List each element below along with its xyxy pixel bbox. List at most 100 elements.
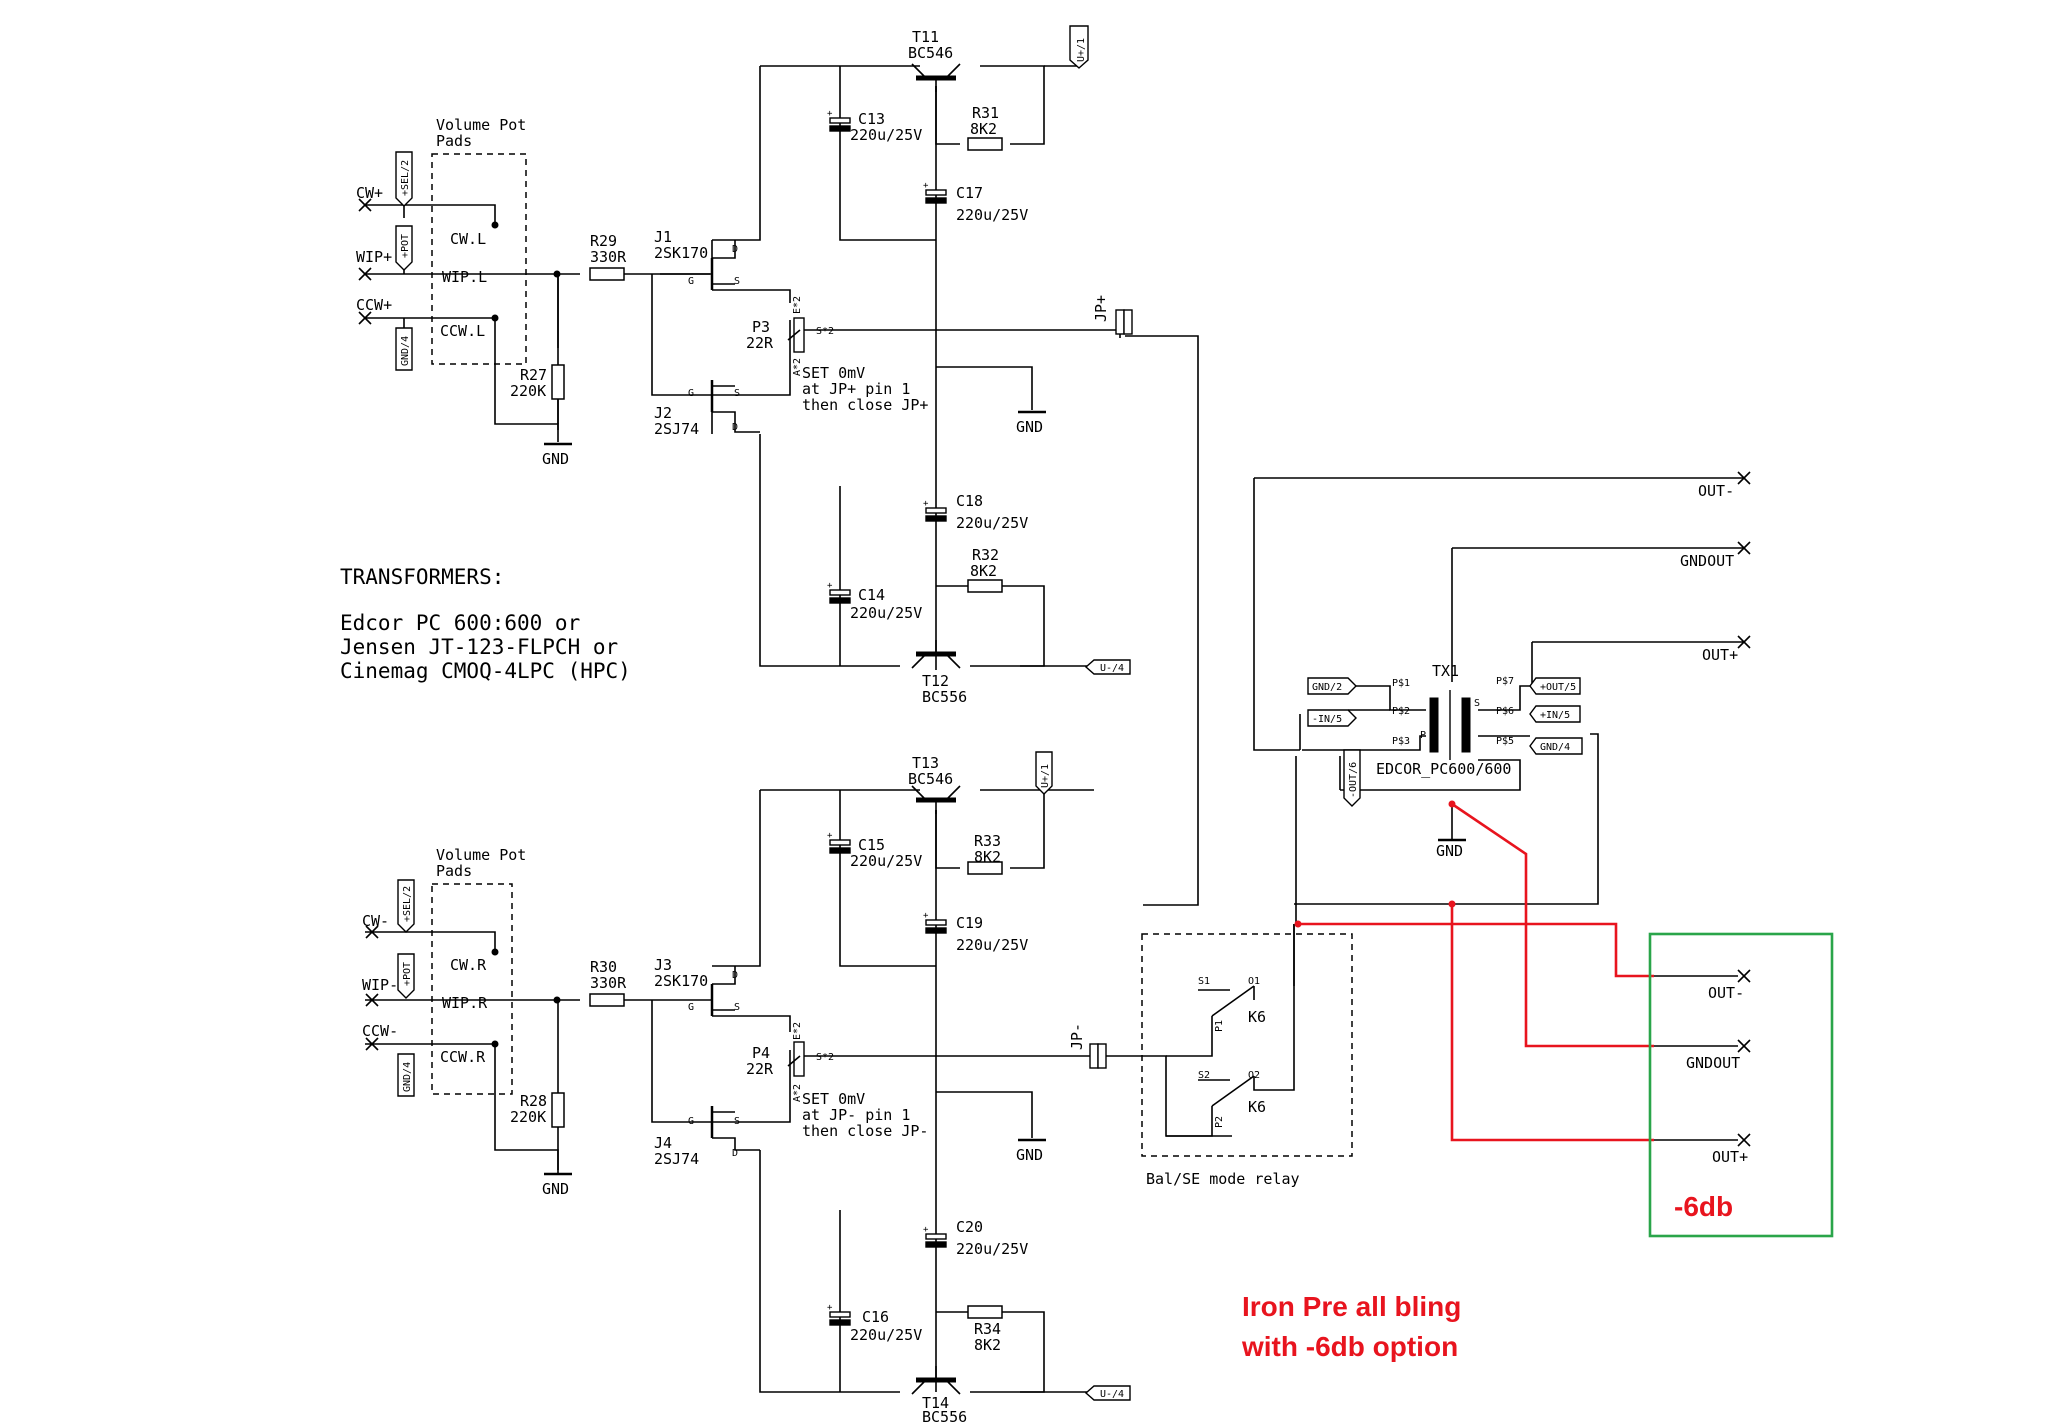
svg-text:U+/1: U+/1 bbox=[1076, 38, 1087, 62]
c13-label: C13 bbox=[858, 110, 885, 128]
vplus-tag-top: U+/1 bbox=[1069, 25, 1089, 69]
cw-l-label: CW.L bbox=[450, 230, 486, 248]
j3-pin-d: D bbox=[732, 970, 738, 981]
p4-value: 22R bbox=[746, 1060, 774, 1078]
gndout-label-top: GNDOUT bbox=[1680, 552, 1734, 570]
relay-o1: O1 bbox=[1248, 976, 1260, 987]
cw-minus-label: CW- bbox=[362, 912, 389, 930]
j4-label: J4 bbox=[654, 1134, 672, 1152]
relay-o2: O2 bbox=[1248, 1070, 1260, 1081]
r31-value: 8K2 bbox=[970, 120, 997, 138]
set-note-bottom-1: SET 0mV bbox=[802, 1090, 865, 1108]
j1-pin-g: G bbox=[688, 276, 694, 287]
tx-ps1: P$1 bbox=[1392, 678, 1410, 689]
wip-plus-label: WIP+ bbox=[356, 248, 392, 266]
relay-s2: S2 bbox=[1198, 1070, 1210, 1081]
tx-ps3: P$3 bbox=[1392, 736, 1410, 747]
j3-part: 2SK170 bbox=[654, 972, 708, 990]
pot-tag-top: +POT bbox=[395, 225, 413, 271]
p4-pin-a: A*2 bbox=[792, 1084, 803, 1102]
relay-s1: S1 bbox=[1198, 976, 1210, 987]
svg-text:U-/4: U-/4 bbox=[1100, 663, 1124, 674]
c20-value: 220u/25V bbox=[956, 1240, 1028, 1258]
transformers-title: TRANSFORMERS: bbox=[340, 565, 504, 589]
p4-trimpot bbox=[787, 1041, 805, 1077]
ccw-minus-label: CCW- bbox=[362, 1022, 398, 1040]
j3-jfet bbox=[710, 966, 736, 1016]
c17-label: C17 bbox=[956, 184, 983, 202]
j1-jfet bbox=[660, 240, 736, 290]
minus6db-box bbox=[1648, 932, 1834, 1238]
relay-k6-label-2: K6 bbox=[1248, 1098, 1266, 1116]
wip-l-label: WIP.L bbox=[442, 268, 487, 286]
vol-pads-bottom-title: Volume Pot bbox=[436, 846, 526, 864]
c13-value: 220u/25V bbox=[850, 126, 922, 144]
c16-capacitor bbox=[826, 1302, 851, 1326]
svg-text:-OUT/6: -OUT/6 bbox=[1348, 762, 1359, 798]
tx1-part: EDCOR_PC600/600 bbox=[1376, 760, 1511, 778]
ccw-l-label: CCW.L bbox=[440, 322, 485, 340]
gnd-top-mid-label: GND bbox=[1016, 418, 1043, 436]
c16-label: C16 bbox=[862, 1308, 889, 1326]
j1-pin-s: S bbox=[734, 276, 740, 287]
in-minus-tag: -IN/5 bbox=[1307, 709, 1357, 727]
svg-text:U-/4: U-/4 bbox=[1100, 1389, 1124, 1400]
r27-label: R27 bbox=[520, 366, 547, 384]
cw-l-node bbox=[491, 221, 499, 229]
minus6db-wiring bbox=[1294, 800, 1654, 1142]
c18-label: C18 bbox=[956, 492, 983, 510]
wip-r-node bbox=[553, 996, 561, 1004]
j1-label: J1 bbox=[654, 228, 672, 246]
tx-ps2: P$2 bbox=[1392, 706, 1410, 717]
set-note-bottom-3: then close JP- bbox=[802, 1122, 928, 1140]
p3-pin-s: S*2 bbox=[816, 326, 834, 337]
tx-ps5: P$5 bbox=[1496, 736, 1514, 747]
c17-capacitor bbox=[922, 180, 947, 204]
r33-label: R33 bbox=[974, 832, 1001, 850]
t12-label: T12 bbox=[922, 672, 949, 690]
set-note-top-3: then close JP+ bbox=[802, 396, 928, 414]
r27-value: 220K bbox=[510, 382, 546, 400]
svg-text:GND/4: GND/4 bbox=[1540, 742, 1570, 753]
j4-pin-d: D bbox=[732, 1148, 738, 1159]
out-minus-terminal-bottom bbox=[1737, 969, 1751, 983]
ccw-r-node bbox=[491, 1040, 499, 1048]
gnd-bottom-left-label: GND bbox=[542, 1180, 569, 1198]
vol-pads-top-sub: Pads bbox=[436, 132, 472, 150]
j3-label: J3 bbox=[654, 956, 672, 974]
minus6db-label: -6db bbox=[1674, 1191, 1733, 1222]
r30-resistor bbox=[589, 993, 625, 1007]
jp-plus-jumper bbox=[1115, 309, 1133, 335]
c19-value: 220u/25V bbox=[956, 936, 1028, 954]
set-note-top-1: SET 0mV bbox=[802, 364, 865, 382]
jp-minus-jumper bbox=[1089, 1043, 1107, 1069]
r28-value: 220K bbox=[510, 1108, 546, 1126]
j4-jfet bbox=[710, 1106, 760, 1151]
j3-pin-g: G bbox=[688, 1002, 694, 1013]
transformers-line-2: Jensen JT-123-FLPCH or bbox=[340, 635, 618, 659]
wip-r-label: WIP.R bbox=[442, 994, 488, 1012]
t14-label: T14 bbox=[922, 1394, 949, 1412]
r29-label: R29 bbox=[590, 232, 617, 250]
svg-text:+SEL/2: +SEL/2 bbox=[402, 886, 413, 922]
p4-pin-s: S*2 bbox=[816, 1052, 834, 1063]
p3-label: P3 bbox=[752, 318, 770, 336]
gnd4b-tag: GND/4 bbox=[1529, 737, 1583, 755]
note-line-2: with -6db option bbox=[1241, 1331, 1458, 1362]
j2-pin-d: D bbox=[732, 422, 738, 433]
gnd-top-left-label: GND bbox=[542, 450, 569, 468]
c20-capacitor bbox=[922, 1224, 947, 1248]
r30-value: 330R bbox=[590, 974, 627, 992]
t13-part: BC546 bbox=[908, 770, 953, 788]
svg-text:+POT: +POT bbox=[400, 234, 411, 258]
out-minus6-tag: -OUT/6 bbox=[1343, 749, 1361, 807]
p3-value: 22R bbox=[746, 334, 774, 352]
c20-label: C20 bbox=[956, 1218, 983, 1236]
c18-value: 220u/25V bbox=[956, 514, 1028, 532]
j1-part: 2SK170 bbox=[654, 244, 708, 262]
cw-r-label: CW.R bbox=[450, 956, 487, 974]
c15-value: 220u/25V bbox=[850, 852, 922, 870]
tx-s: S bbox=[1474, 698, 1480, 709]
vol-pads-top-title: Volume Pot bbox=[436, 116, 526, 134]
